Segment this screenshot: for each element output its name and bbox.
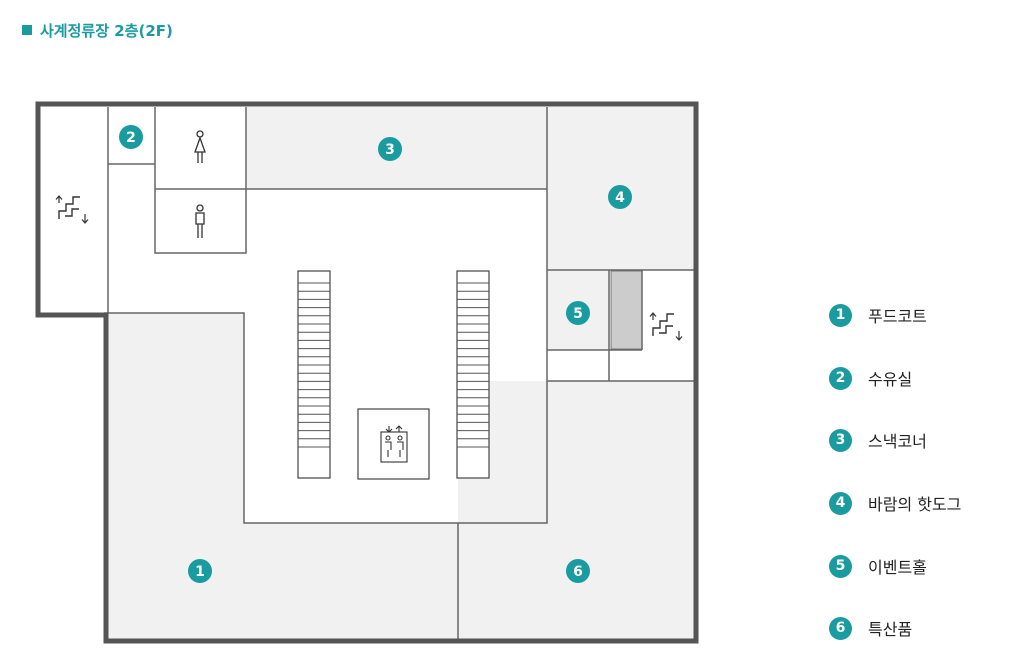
legend-number-badge: 1 [829, 303, 852, 327]
zone-specialties [458, 381, 696, 641]
escalator-right [456, 270, 490, 479]
zone-marker-number: 1 [195, 564, 205, 580]
page-title-text: 사계정류장 2층(2F) [40, 21, 173, 40]
legend-item: 2 수유실 [829, 366, 912, 390]
legend-item: 4 바람의 핫도그 [829, 491, 961, 515]
zone-marker-number: 4 [615, 190, 625, 206]
stairs-icon [55, 195, 89, 224]
legend-number-badge: 2 [829, 366, 852, 390]
legend-label: 바람의 핫도그 [868, 495, 962, 514]
elevator-icon [380, 425, 408, 463]
legend-label: 스낵코너 [868, 432, 927, 451]
elevator [357, 408, 430, 480]
zone-marker-number: 3 [385, 142, 395, 158]
zone-food-court-bottom [244, 523, 458, 641]
outer-wall [35, 101, 699, 644]
female-toilet-icon [194, 130, 206, 163]
zone-marker-event-hall: 5 [566, 301, 590, 325]
legend-item: 1 푸드코트 [829, 303, 927, 327]
legend-item: 3 스낵코너 [829, 428, 927, 452]
male-toilet-icon [195, 204, 205, 238]
legend-number-badge: 4 [829, 491, 852, 515]
escalator-left [297, 270, 331, 479]
legend-label: 특산품 [868, 620, 913, 639]
interior-walls [104, 107, 696, 641]
stairs-icon [649, 312, 683, 341]
legend-label: 수유실 [868, 370, 913, 389]
zone-marker-food-court: 1 [188, 559, 212, 583]
page-title: 사계정류장 2층(2F) [22, 18, 173, 42]
zone-marker-number: 6 [573, 564, 583, 580]
zone-marker-wind-hotdog: 4 [608, 185, 632, 209]
zone-marker-specialties: 6 [566, 559, 590, 583]
legend-number-badge: 6 [829, 616, 852, 640]
zone-marker-number: 2 [126, 130, 136, 146]
zone-marker-nursing-room: 2 [119, 125, 143, 149]
zone-marker-number: 5 [573, 306, 583, 322]
legend-number-badge: 5 [829, 554, 852, 578]
legend-number-badge: 3 [829, 428, 852, 452]
zone-food-court-left [104, 313, 244, 641]
legend-item: 5 이벤트홀 [829, 554, 927, 578]
legend-label: 푸드코트 [868, 307, 927, 326]
legend-label: 이벤트홀 [868, 558, 927, 577]
storage-room [610, 270, 643, 350]
title-square-icon [22, 25, 32, 35]
zone-marker-snack-corner: 3 [378, 137, 402, 161]
legend-item: 6 특산품 [829, 616, 912, 640]
